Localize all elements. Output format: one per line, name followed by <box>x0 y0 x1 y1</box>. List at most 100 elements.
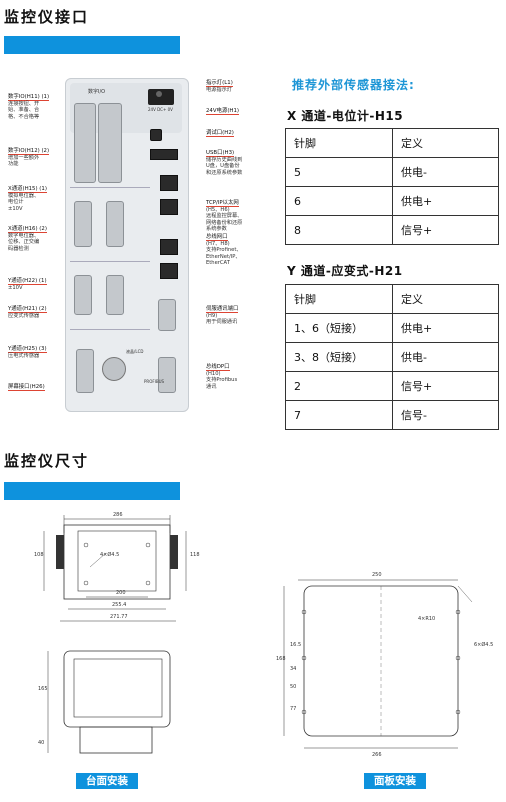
table-x-h0: 针脚 <box>285 128 393 158</box>
divider-3 <box>70 329 150 330</box>
connector-h10 <box>158 357 176 393</box>
left-callout: 数字IO(H11) (1)连接按钮、开始、准备、合格、不合格等 <box>8 94 78 120</box>
left-callout-line: 数字电位器、 <box>8 232 40 239</box>
table-y-r3c1: 信号- <box>392 400 499 430</box>
left-callout-title: 屏幕接口(H26) <box>8 384 45 391</box>
dim-front-height: 165 <box>38 686 48 692</box>
right-callout-line: EtherNet/IP、 <box>206 253 241 260</box>
connector-h21 <box>106 275 124 315</box>
right-callout-line: 储存历史曲线到 <box>206 156 243 163</box>
table-y-r2c1: 信号+ <box>392 371 499 401</box>
left-callout: Y通道(H25) (3)压电式传感器 <box>8 346 78 359</box>
right-callout: 24V电源(H1) <box>206 108 276 115</box>
left-callout-line: 位移、正交编 <box>8 239 40 246</box>
lcd-label: 液晶/LCD <box>126 349 144 354</box>
left-callout-line: 压电式传感器 <box>8 352 40 359</box>
left-callout-line: 功能 <box>8 161 19 168</box>
left-callout: 屏幕接口(H26) <box>8 384 78 391</box>
table-x-header: 针脚定义 <box>285 128 499 158</box>
dimensions-title-bar <box>4 482 180 500</box>
table-x-r1c1: 供电+ <box>392 186 499 216</box>
connector-h12 <box>74 103 96 183</box>
caption-panel-mount: 面板安装 <box>364 773 426 789</box>
left-callout-title: Y通道(H22) (1) <box>8 278 47 285</box>
right-callout-title: 总线DP口 <box>206 364 230 371</box>
dim-panel-height: 168 <box>276 656 286 662</box>
dim-hole: 4×Ø4.5 <box>100 552 120 558</box>
port-h2 <box>150 129 162 141</box>
power-terminal <box>148 89 174 105</box>
right-callout-title: 指示灯(L1) <box>206 80 233 87</box>
divider-2 <box>70 261 150 262</box>
dim-panel-corner: 4×R10 <box>418 616 436 622</box>
connector-h25 <box>102 357 126 381</box>
table-x-r2c0: 8 <box>285 215 393 245</box>
left-callout: Y通道(H22) (1)±10V <box>8 278 78 291</box>
right-callout-line: (H7、H8) <box>206 240 230 247</box>
left-callout-title: 数字IO(H11) (1) <box>8 94 50 101</box>
dim-w2: 255.4 <box>112 602 127 608</box>
right-callout-line: (H10) <box>206 370 221 377</box>
left-callout-title: Y通道(H25) (3) <box>8 346 47 353</box>
table-y-r0c0: 1、6（短接） <box>285 313 393 343</box>
port-h6 <box>160 199 178 215</box>
right-callout-line: 支持Profibus <box>206 377 238 384</box>
table-x-r1c0: 6 <box>285 186 393 216</box>
dim-panel-hole: 6×Ø4.5 <box>474 642 494 648</box>
right-callout-line: (H9) <box>206 312 218 319</box>
port-h8 <box>160 263 178 279</box>
left-callout-line: ±10V <box>8 205 23 212</box>
left-callout-title: 数字IO(H12) (2) <box>8 148 50 155</box>
right-callout-line: 远程监控屏幕、 <box>206 213 243 220</box>
table-y-r2c0: 2 <box>285 371 393 401</box>
dim-height-right: 118 <box>190 552 200 558</box>
right-callout-line: 和还原系统参数 <box>206 169 243 176</box>
left-callout: X通道(H16) (2)数字电位器、位移、正交编码器检测 <box>8 226 78 252</box>
left-callout: Y通道(H21) (2)应变式传感器 <box>8 306 78 319</box>
right-callout: 调试口(H2) <box>206 130 276 137</box>
right-callout-title: 总线网口 <box>206 234 228 241</box>
table-row: 3、8（短接）供电- <box>285 342 499 372</box>
table-y-r0c1: 供电+ <box>392 313 499 343</box>
interface-title: 监控仪接口 <box>4 8 90 26</box>
left-callout-line: 电位计 <box>8 199 24 206</box>
right-callout-line: 系统参数 <box>206 226 227 233</box>
table-row: 1、6（短接）供电+ <box>285 313 499 343</box>
left-callouts: 数字IO(H11) (1)连接按钮、开始、准备、合格、不合格等数字IO(H12)… <box>8 94 66 414</box>
right-callouts: 指示灯(L1)电源指示灯 24V电源(H1) 调试口(H2) USB口(H3)储存历史… <box>206 78 278 410</box>
power-terminal-label: 24V DC+ 0V <box>148 107 173 112</box>
left-callout-line: 模拟电位器、 <box>8 192 40 199</box>
port-h7 <box>160 239 178 255</box>
right-callout-title: 调试口(H2) <box>206 130 234 137</box>
right-callout: 总线网口(H7、H8)支持Profinet、EtherNet/IP、EtherC… <box>206 234 276 267</box>
left-callout-line: 连接按钮、开 <box>8 100 40 107</box>
connector-h26 <box>76 349 94 393</box>
connector-h22 <box>74 275 92 315</box>
dim-panel-v4: 77 <box>290 706 297 712</box>
left-callout-line: 始、准备、合 <box>8 107 40 114</box>
right-callout-line: U盘，U盘备份 <box>206 163 240 170</box>
right-callout-line: (H5、H6) <box>206 206 230 213</box>
connector-h11 <box>98 103 122 183</box>
table-y-h1: 定义 <box>392 284 499 314</box>
divider-1 <box>70 187 150 188</box>
right-callout: 指示灯(L1)电源指示灯 <box>206 80 276 93</box>
left-callout-line: 应变式传感器 <box>8 312 40 319</box>
port-h3-usb <box>150 149 178 160</box>
table-y-r1c0: 3、8（短接） <box>285 342 393 372</box>
right-callout-line: 通讯 <box>206 383 217 390</box>
led-indicator <box>156 91 162 97</box>
right-callout-line: 用于伺服通讯 <box>206 319 238 326</box>
right-callout-line: 网络备份和还原 <box>206 219 243 226</box>
right-callout-line: EtherCAT <box>206 260 230 267</box>
dimensions-title: 监控仪尺寸 <box>4 452 90 470</box>
interface-title-bar <box>4 36 180 54</box>
right-callout-title: USB口(H3) <box>206 150 235 157</box>
table-y-r1c1: 供电- <box>392 342 499 372</box>
